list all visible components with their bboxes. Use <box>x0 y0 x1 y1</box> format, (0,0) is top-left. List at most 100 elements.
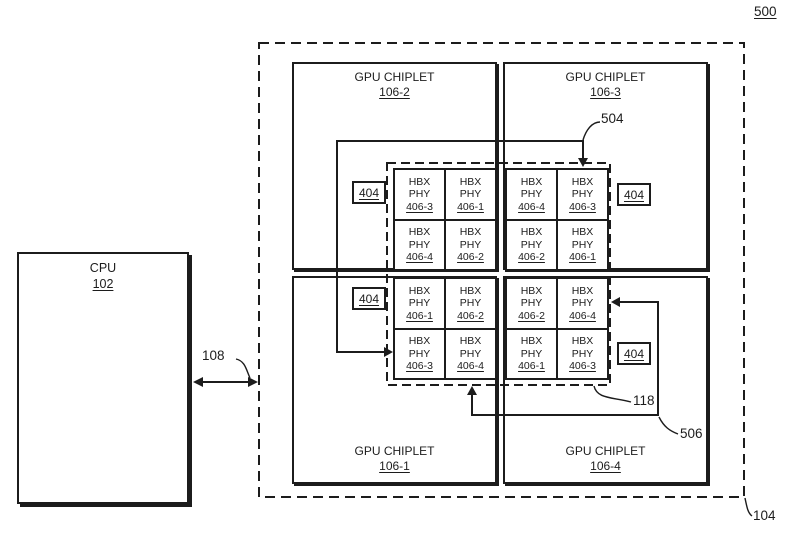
hbx-word: HBX <box>408 226 431 238</box>
cpu-label: CPU 102 <box>19 260 187 292</box>
hbx-ref: 406-3 <box>569 360 596 372</box>
gpu-chiplet-106-1-label: GPU CHIPLET 106-1 <box>294 444 495 474</box>
chiplet-name: GPU CHIPLET <box>354 444 435 458</box>
phy-word: PHY <box>408 347 431 360</box>
phy-word: PHY <box>459 238 482 251</box>
hbx-word: HBX <box>571 284 594 297</box>
hbx-phy-block: HBX PHY 406-4 <box>506 169 557 220</box>
hbx-word: HBX <box>459 335 482 347</box>
phy-word: PHY <box>520 347 543 360</box>
hbx-word: HBX <box>520 284 543 297</box>
hbx-phy-block: HBX PHY 406-4 <box>557 278 608 329</box>
phy-word: PHY <box>408 238 431 251</box>
hbx-ref: 406-1 <box>457 200 484 213</box>
hbx-ref: 406-1 <box>518 360 545 372</box>
hbx-phy-block: HBX PHY 406-4 <box>445 328 496 379</box>
phy-word: PHY <box>520 238 543 251</box>
phy-ref-404-box: 404 <box>617 342 651 365</box>
system-ref-104-label: 104 <box>753 508 776 523</box>
hbx-word: HBX <box>571 335 594 347</box>
arrowhead-left <box>193 377 203 387</box>
leader-104 <box>744 497 753 517</box>
hbx-ref: 406-1 <box>406 309 433 322</box>
phy-ref-404: 404 <box>623 187 645 202</box>
crosslink-ref-506-label: 506 <box>680 426 703 441</box>
hbx-word: HBX <box>571 175 594 188</box>
hbx-ref: 406-4 <box>569 309 596 322</box>
hbx-word: HBX <box>408 175 431 188</box>
hbx-quadrant-106-2: HBX PHY 406-3 HBX PHY 406-1 HBX PHY 406-… <box>393 168 497 271</box>
crosslink-ref-118-label: 118 <box>633 393 655 408</box>
chiplet-ref: 106-1 <box>379 459 410 473</box>
hbx-ref: 406-2 <box>518 251 545 263</box>
chiplet-name: GPU CHIPLET <box>565 444 646 458</box>
crosslink-ref-504-label: 504 <box>601 111 624 126</box>
phy-word: PHY <box>408 297 431 309</box>
hbx-word: HBX <box>520 226 543 238</box>
hbx-phy-block: HBX PHY 406-2 <box>445 219 496 270</box>
hbx-word: HBX <box>520 335 543 347</box>
hbx-phy-block: HBX PHY 406-3 <box>557 169 608 220</box>
hbx-phy-block: HBX PHY 406-1 <box>557 219 608 270</box>
hbx-word: HBX <box>520 175 543 188</box>
hbx-phy-block: HBX PHY 406-2 <box>506 278 557 329</box>
phy-word: PHY <box>408 188 431 200</box>
phy-word: PHY <box>571 297 594 309</box>
gpu-chiplet-106-4-label: GPU CHIPLET 106-4 <box>505 444 706 474</box>
phy-word: PHY <box>571 238 594 251</box>
chiplet-name: GPU CHIPLET <box>354 70 435 84</box>
hbx-phy-block: HBX PHY 406-2 <box>445 278 496 329</box>
phy-word: PHY <box>571 188 594 200</box>
arrowhead-right <box>248 377 258 387</box>
phy-word: PHY <box>459 188 482 200</box>
hbx-phy-block: HBX PHY 406-3 <box>394 328 445 379</box>
phy-word: PHY <box>459 297 482 309</box>
hbx-ref: 406-2 <box>518 309 545 322</box>
cpu-ref: 102 <box>92 277 114 291</box>
hbx-phy-block: HBX PHY 406-1 <box>394 278 445 329</box>
hbx-word: HBX <box>408 284 431 297</box>
hbx-phy-block: HBX PHY 406-4 <box>394 219 445 270</box>
cpu-box: CPU 102 <box>17 252 189 504</box>
phy-word: PHY <box>520 188 543 200</box>
gpu-chiplet-106-2-label: GPU CHIPLET 106-2 <box>294 70 495 100</box>
phy-ref-404-box: 404 <box>352 181 386 204</box>
hbx-ref: 406-4 <box>457 360 484 372</box>
hbx-quadrant-106-3: HBX PHY 406-4 HBX PHY 406-3 HBX PHY 406-… <box>505 168 609 271</box>
hbx-phy-block: HBX PHY 406-3 <box>394 169 445 220</box>
hbx-phy-block: HBX PHY 406-1 <box>445 169 496 220</box>
phy-ref-404: 404 <box>623 346 645 361</box>
phy-ref-404: 404 <box>358 185 380 200</box>
hbx-ref: 406-3 <box>406 360 433 372</box>
phy-word: PHY <box>520 297 543 309</box>
hbx-ref: 406-4 <box>518 200 545 213</box>
phy-ref-404-box: 404 <box>352 287 386 310</box>
hbx-word: HBX <box>459 226 482 238</box>
phy-word: PHY <box>571 347 594 360</box>
hbx-ref: 406-1 <box>569 251 596 263</box>
figure-number-label: 500 <box>754 4 777 19</box>
chiplet-ref: 106-4 <box>590 459 621 473</box>
hbx-phy-block: HBX PHY 406-2 <box>506 219 557 270</box>
hbx-ref: 406-2 <box>457 251 484 263</box>
phy-ref-404-box: 404 <box>617 183 651 206</box>
leader-108 <box>235 358 251 379</box>
cpu-name: CPU <box>89 261 117 275</box>
chiplet-ref: 106-3 <box>590 85 621 99</box>
phy-ref-404: 404 <box>358 291 380 306</box>
hbx-word: HBX <box>459 284 482 297</box>
hbx-word: HBX <box>459 175 482 188</box>
hbx-ref: 406-2 <box>457 309 484 322</box>
hbx-word: HBX <box>571 226 594 238</box>
hbx-quadrant-106-1: HBX PHY 406-1 HBX PHY 406-2 HBX PHY 406-… <box>393 277 497 380</box>
hbx-word: HBX <box>408 335 431 347</box>
hbx-ref: 406-3 <box>406 200 433 213</box>
hbx-phy-block: HBX PHY 406-3 <box>557 328 608 379</box>
phy-word: PHY <box>459 347 482 360</box>
hbx-ref: 406-4 <box>406 251 433 263</box>
hbx-quadrant-106-4: HBX PHY 406-2 HBX PHY 406-4 HBX PHY 406-… <box>505 277 609 380</box>
chiplet-ref: 106-2 <box>379 85 410 99</box>
hbx-phy-block: HBX PHY 406-1 <box>506 328 557 379</box>
hbx-ref: 406-3 <box>569 200 596 213</box>
